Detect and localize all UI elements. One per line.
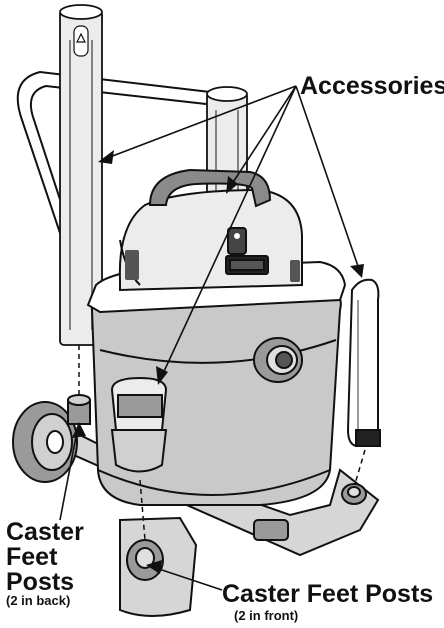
carry-handle <box>148 168 272 208</box>
label-back-caster-line2: Feet <box>6 543 58 571</box>
alignment-lines <box>78 345 366 541</box>
tank-inlet-port <box>253 337 303 383</box>
label-back-caster-note: (2 in back) <box>6 593 71 608</box>
label-front-caster-note: (2 in front) <box>234 608 299 623</box>
accessory-extension-wand-left <box>59 4 103 346</box>
label-back-caster-line3: Posts <box>6 568 75 596</box>
brand-badge <box>225 255 269 275</box>
label-accessories: Accessories <box>300 72 444 100</box>
drain-cap <box>253 519 289 541</box>
accessory-crevice-tool <box>346 278 381 447</box>
motor-head <box>86 188 347 314</box>
caster-feet-post-back <box>67 394 91 425</box>
label-back-caster-line1: Caster <box>6 518 84 546</box>
arrow-up-icon <box>73 25 89 57</box>
accessory-on-tank <box>110 376 168 473</box>
label-front-caster-title: Caster Feet Posts <box>222 580 434 608</box>
vent-grille <box>125 250 300 282</box>
caster-feet-post-front-right <box>341 483 367 505</box>
callout-arrowheads <box>72 150 364 574</box>
callout-leaders <box>59 85 361 591</box>
rear-wheel <box>12 401 78 483</box>
